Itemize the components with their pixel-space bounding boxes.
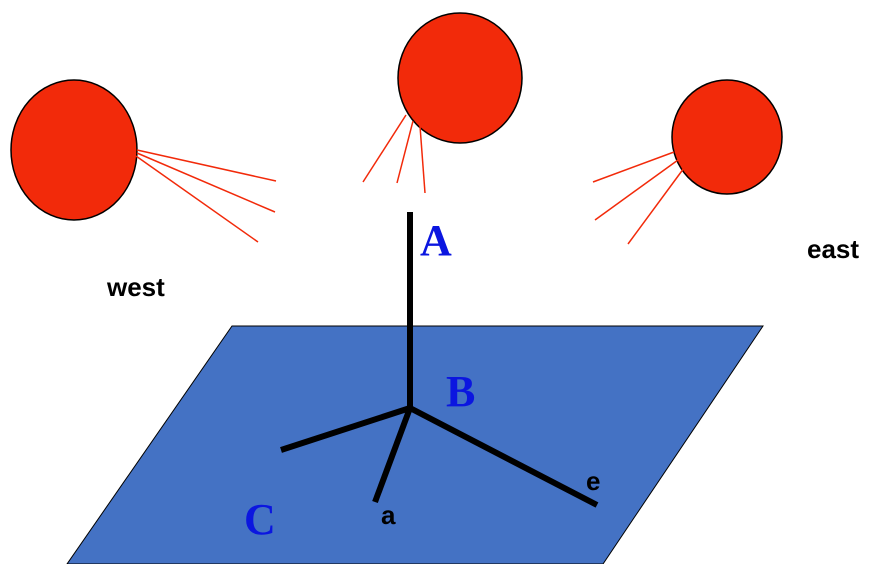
rays-east bbox=[592, 151, 685, 245]
label-C: C bbox=[244, 495, 276, 544]
shadow-c bbox=[280, 405, 411, 453]
label-B: B bbox=[446, 367, 475, 416]
label-west: west bbox=[106, 272, 165, 302]
rays-west bbox=[135, 149, 277, 243]
label-a: a bbox=[381, 500, 396, 530]
shadow-a bbox=[372, 406, 413, 504]
label-e: e bbox=[586, 466, 600, 496]
label-east: east bbox=[807, 234, 859, 264]
stick-and-shadows bbox=[280, 212, 599, 508]
sun-east bbox=[671, 79, 783, 195]
sun-west bbox=[10, 79, 138, 221]
shadow-e bbox=[408, 405, 599, 508]
sun-overhead bbox=[397, 12, 523, 144]
ground-plane bbox=[66, 325, 764, 564]
label-A: A bbox=[420, 216, 452, 265]
rays-overhead bbox=[362, 114, 426, 194]
